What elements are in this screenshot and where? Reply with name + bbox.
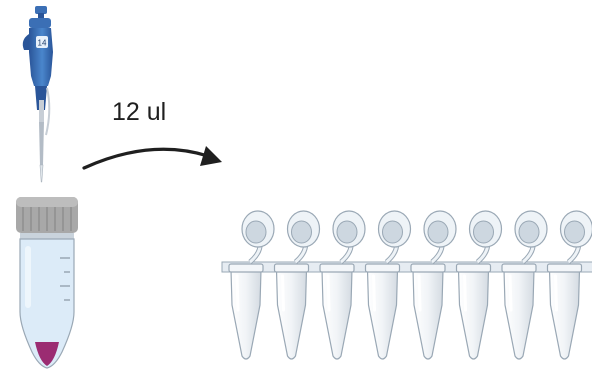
svg-text:14: 14 [38,39,47,48]
pcr-tube [275,211,320,359]
volume-label: 12 ul [112,98,166,127]
pcr-tube [320,211,365,359]
pcr-tube-strip [222,211,592,359]
conical-tube [16,197,78,368]
pcr-tube [502,211,547,359]
pcr-tube [366,211,411,359]
pcr-tube [548,211,592,359]
pipette-icon: 14 [23,6,53,182]
pcr-tube [411,211,456,359]
pcr-tube [229,211,274,359]
transfer-arrow [84,146,222,168]
pcr-tube [457,211,502,359]
